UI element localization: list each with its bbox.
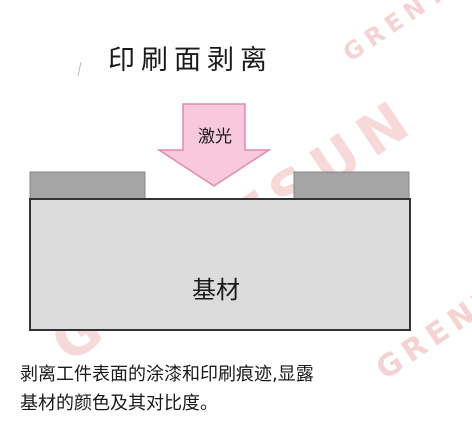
coating-right (293, 171, 410, 200)
caption: 剥离工件表面的涂漆和印刷痕迹,显露 基材的颜色及其对比度。 (20, 360, 440, 418)
diagram-title: 印刷面剥离 (108, 45, 273, 76)
substrate-block (29, 198, 411, 331)
caption-line-2: 基材的颜色及其对比度。 (20, 393, 218, 414)
laser-arrow (156, 103, 272, 187)
substrate-label: 基材 (192, 276, 240, 304)
caption-line-1: 剥离工件表面的涂漆和印刷痕迹,显露 (20, 364, 314, 385)
coating-left (29, 171, 146, 200)
laser-label: 激光 (198, 127, 232, 147)
